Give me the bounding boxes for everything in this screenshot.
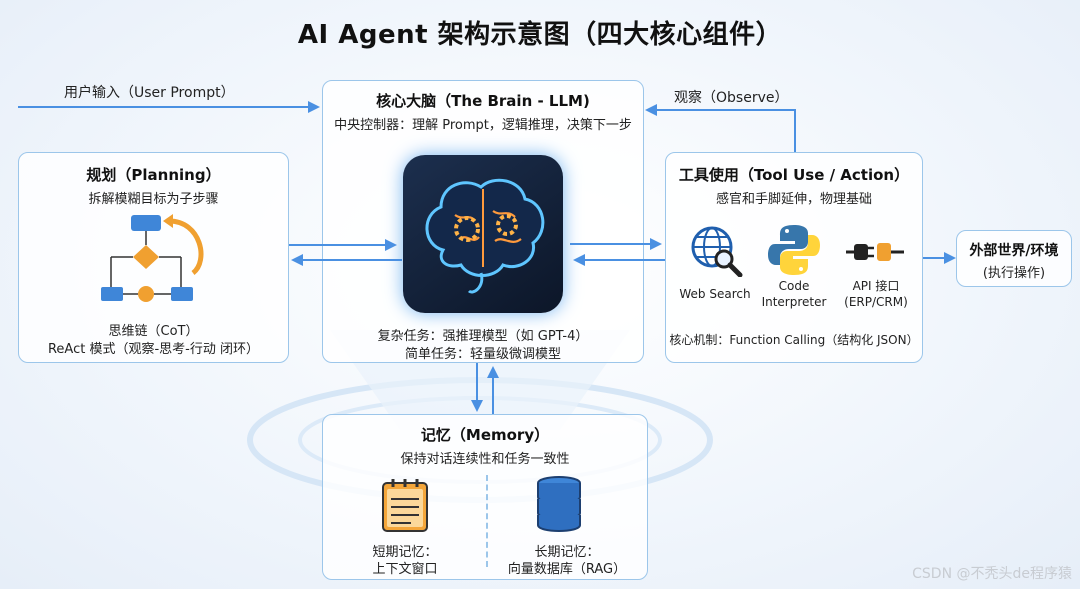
api-line-1: API 接口 xyxy=(852,279,900,293)
memory-divider xyxy=(486,475,488,567)
short-term-label-2: 上下文窗口 xyxy=(372,562,438,577)
page-title: AI Agent 架构示意图（四大核心组件） xyxy=(297,20,783,50)
planning-box: 规划（Planning） 拆解模糊目标为子步骤 思维链（CoT） ReAct 模… xyxy=(18,152,289,363)
tools-to-brain-arrow xyxy=(584,259,666,261)
memory-title: 记忆（Memory） xyxy=(420,426,550,444)
external-title: 外部世界/环境 xyxy=(969,243,1059,259)
planning-to-brain-arrowhead xyxy=(385,239,397,251)
brain-to-memory-arrowhead xyxy=(471,400,483,412)
long-term-label-1: 长期记忆： xyxy=(534,545,600,560)
observe-arrow-vertical xyxy=(794,109,796,153)
observe-label: 观察（Observe） xyxy=(674,90,789,106)
memory-box: 记忆（Memory） 保持对话连续性和任务一致性 短期记忆： 上下文窗口 长期记… xyxy=(322,414,648,580)
brain-to-memory-arrow xyxy=(476,363,478,403)
globe-search-icon xyxy=(691,226,743,277)
tools-to-external-arrowhead xyxy=(944,252,956,264)
brain-subtitle: 中央控制器：理解 Prompt，逻辑推理，决策下一步 xyxy=(334,118,632,133)
brain-title: 核心大脑（The Brain - LLM) xyxy=(376,92,590,110)
flowchart-icon xyxy=(101,214,204,302)
external-box: 外部世界/环境 (执行操作) xyxy=(956,230,1072,287)
user-input-label: 用户输入（User Prompt） xyxy=(64,85,235,101)
brain-line-simple: 简单任务：轻量级微调模型 xyxy=(404,347,561,362)
brain-to-tools-arrowhead xyxy=(650,238,662,250)
memory-subtitle: 保持对话连续性和任务一致性 xyxy=(400,452,570,467)
tool-code-interpreter-label: Code Interpreter xyxy=(750,278,838,310)
tools-mechanism: 核心机制：Function Calling（结构化 JSON） xyxy=(669,333,919,347)
plug-icon xyxy=(846,243,904,261)
planning-to-brain-arrow xyxy=(289,244,389,246)
tools-subtitle: 感官和手脚延伸，物理基础 xyxy=(715,192,872,207)
observe-arrow-horizontal xyxy=(656,109,796,111)
planning-title: 规划（Planning） xyxy=(86,166,221,184)
user-input-arrow xyxy=(18,106,313,108)
code-interpreter-line-1: Code xyxy=(778,279,810,293)
planning-cot: 思维链（CoT） xyxy=(108,324,199,339)
notepad-icon xyxy=(382,479,428,532)
watermark: CSDN @不秃头de程序猿 xyxy=(912,566,1072,582)
python-icon xyxy=(768,225,820,275)
long-term-label-2: 向量数据库（RAG） xyxy=(507,562,627,577)
tools-title: 工具使用（Tool Use / Action） xyxy=(678,166,910,184)
code-interpreter-line-2: Interpreter xyxy=(761,295,827,309)
brain-box: 核心大脑（The Brain - LLM) 中央控制器：理解 Prompt，逻辑… xyxy=(322,80,644,363)
planning-react: ReAct 模式（观察-思考-行动 闭环） xyxy=(47,342,259,357)
memory-to-brain-arrow xyxy=(492,376,494,414)
memory-to-brain-arrowhead xyxy=(487,366,499,378)
tools-box: 工具使用（Tool Use / Action） 感官和手脚延伸，物理基础 Web… xyxy=(665,152,923,363)
api-line-2: (ERP/CRM) xyxy=(844,295,908,309)
tool-web-search-label: Web Search xyxy=(679,287,751,301)
tools-to-brain-arrowhead xyxy=(573,254,585,266)
user-input-arrowhead xyxy=(308,101,320,113)
external-subtitle: (执行操作) xyxy=(982,266,1046,281)
brain-image xyxy=(403,155,563,313)
brain-line-complex: 复杂任务：强推理模型（如 GPT-4） xyxy=(377,329,589,344)
brain-to-planning-arrowhead xyxy=(291,254,303,266)
database-icon xyxy=(537,476,581,532)
short-term-label-1: 短期记忆： xyxy=(372,545,438,560)
observe-arrowhead xyxy=(645,104,657,116)
tool-api-label: API 接口 (ERP/CRM) xyxy=(834,278,918,310)
brain-to-tools-arrow xyxy=(570,243,654,245)
brain-to-planning-arrow xyxy=(302,259,402,261)
tools-to-external-arrow xyxy=(923,257,949,259)
planning-subtitle: 拆解模糊目标为子步骤 xyxy=(88,192,219,207)
